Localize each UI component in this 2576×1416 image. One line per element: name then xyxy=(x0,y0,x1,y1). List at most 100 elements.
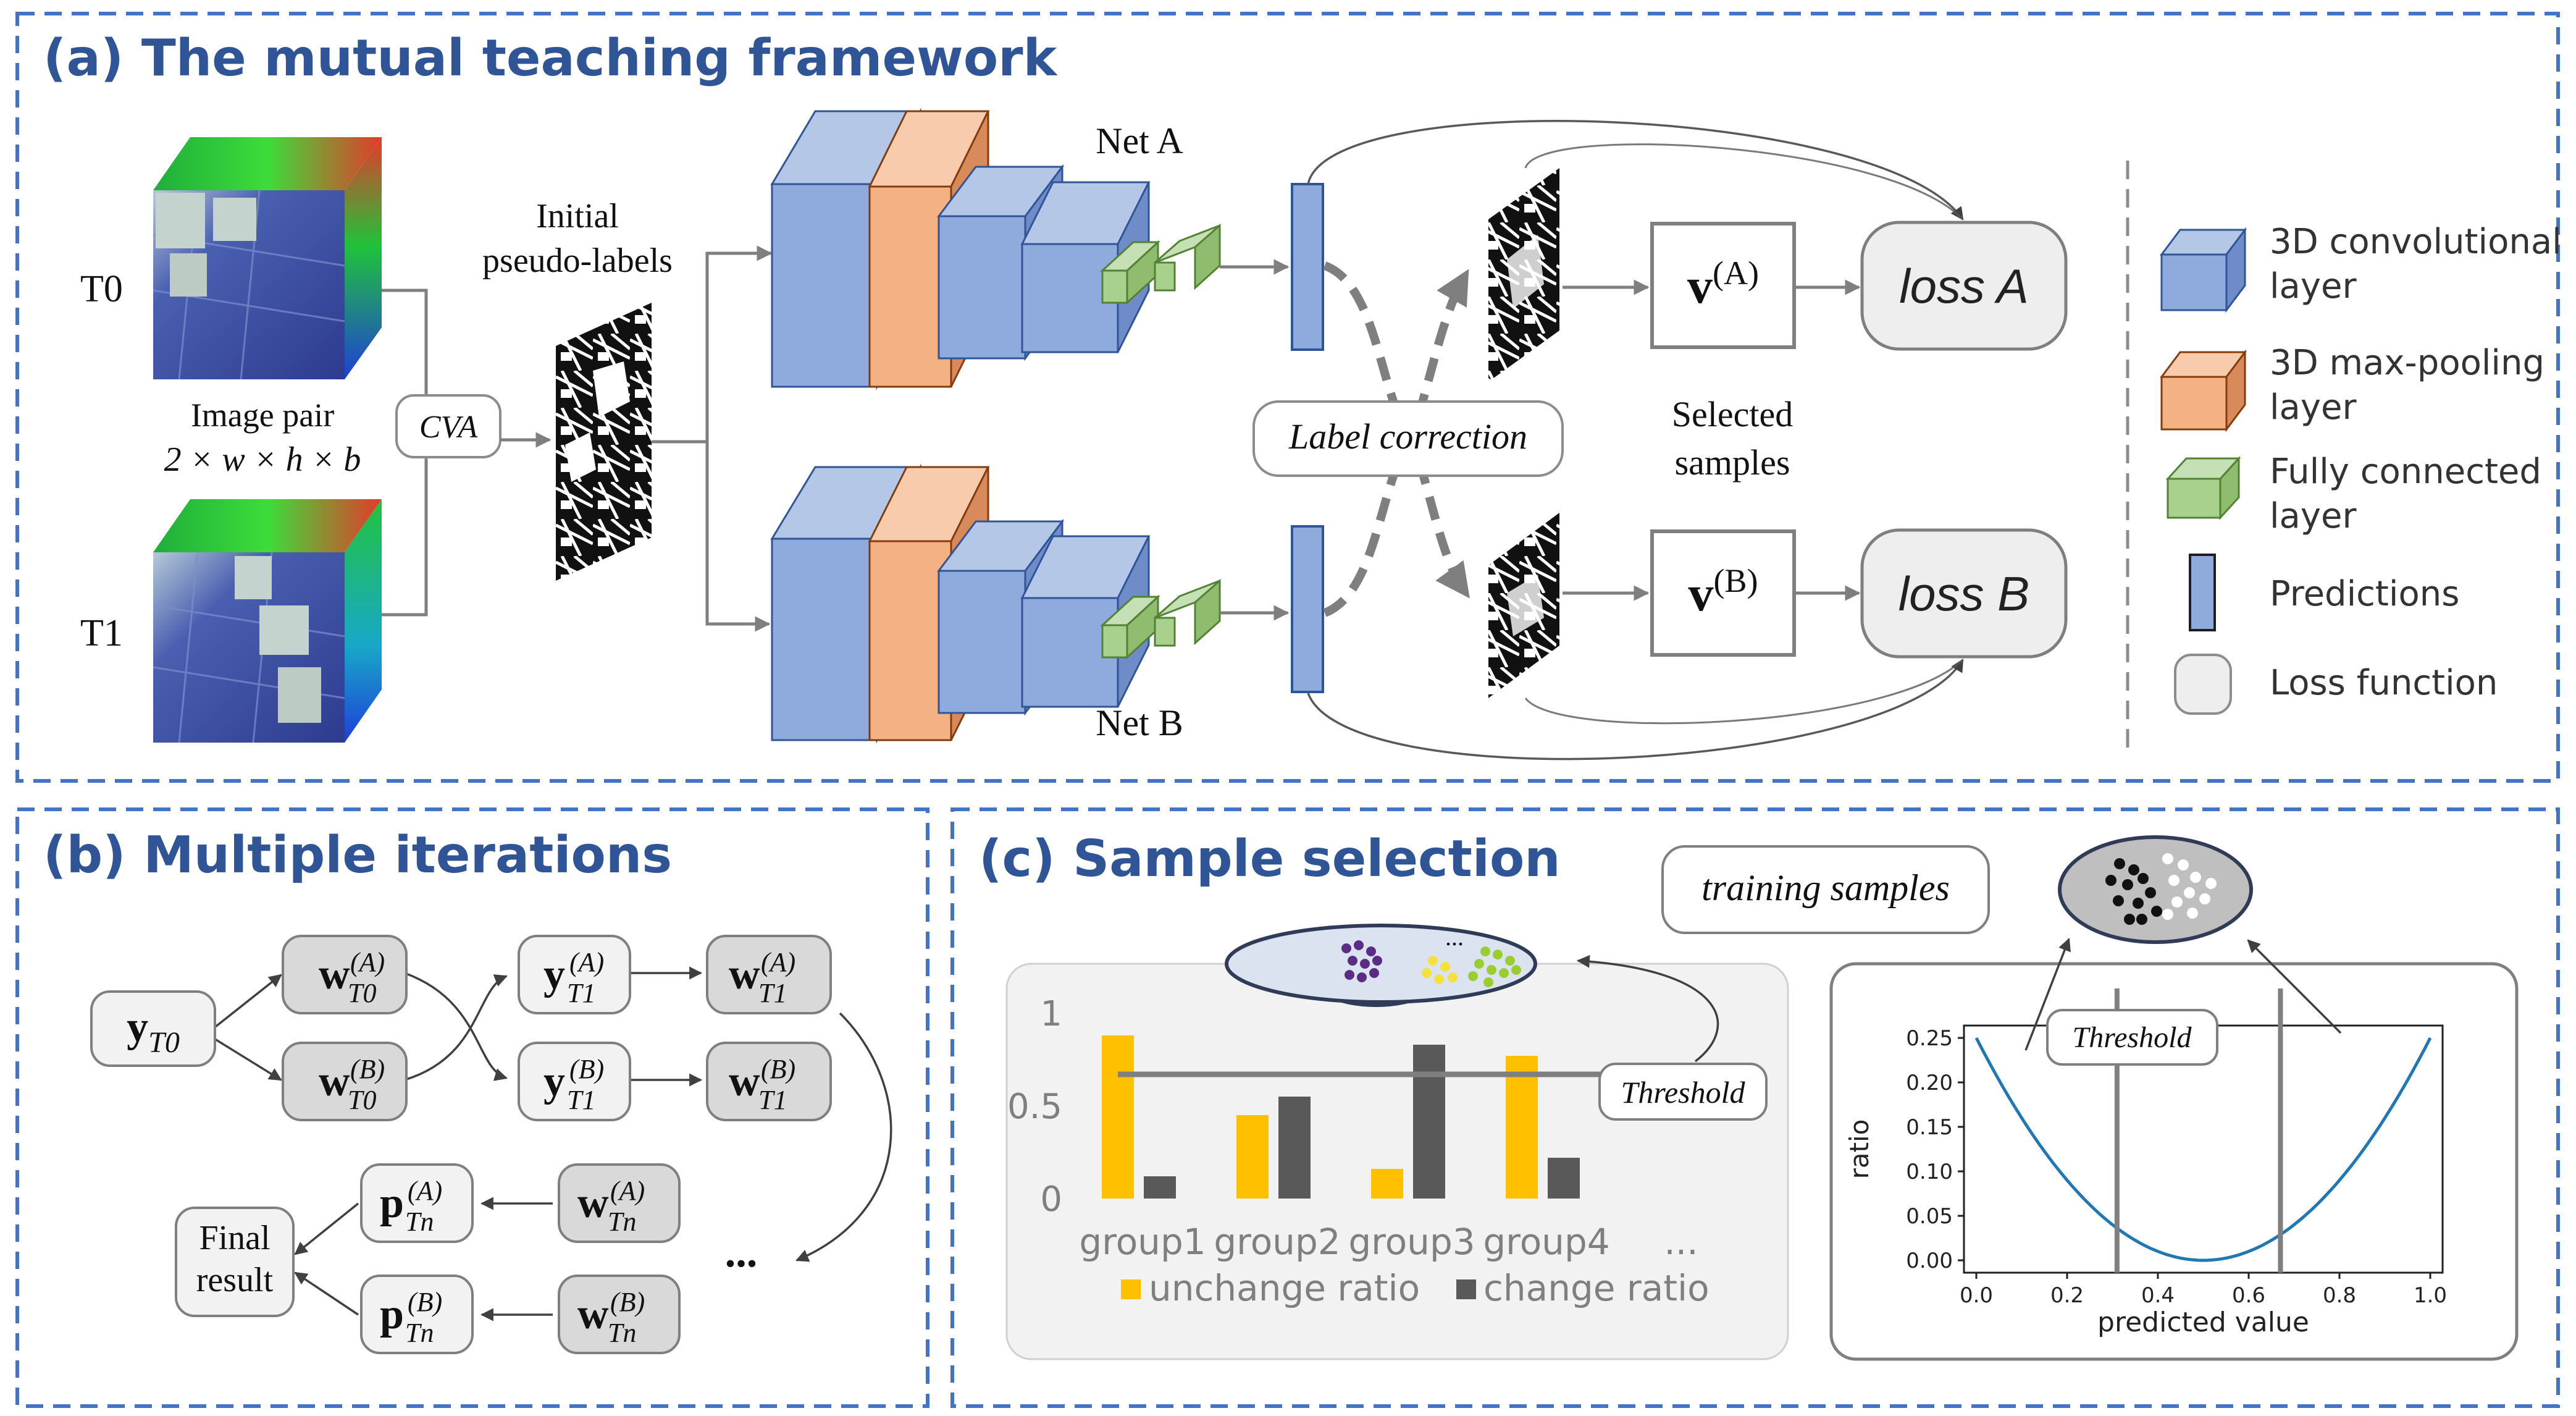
w-b-tn-node xyxy=(558,1275,681,1354)
loss-b-box xyxy=(1860,528,2068,659)
t1-label: T1 xyxy=(80,612,123,654)
iteration-graph: yT0 w (A) T0 w (B) T0 y (A) T1 y (B) T1 … xyxy=(90,935,892,1354)
bar-change-0 xyxy=(1144,1176,1176,1199)
va-label: v(A) xyxy=(1687,255,1759,314)
y-b-t1-sub: T1 xyxy=(567,1085,595,1115)
y-b-t1-sup: (B) xyxy=(569,1054,604,1084)
curve-xtick-1: 0.2 xyxy=(2050,1283,2084,1308)
p-b-tn-sub: Tn xyxy=(405,1318,434,1348)
prediction-bar-icon xyxy=(2189,554,2216,631)
training-samples-label: training samples xyxy=(1701,867,1950,908)
t0-image-cube xyxy=(153,137,382,380)
training-samples-box xyxy=(1661,845,1990,934)
bar-xtick-2: group3 xyxy=(1348,1221,1475,1263)
pseudo-labels-label: pseudo-labels xyxy=(482,242,673,280)
pool-cube-icon xyxy=(2160,349,2247,432)
image-pair-dims: 2 × w × h × b xyxy=(164,440,361,479)
p-a-tn-node xyxy=(360,1163,474,1243)
bar-unchange-1 xyxy=(1236,1115,1269,1199)
net-b xyxy=(770,463,1221,744)
t1-image-cube xyxy=(153,499,382,743)
continue-curve xyxy=(795,1012,892,1262)
bar-change-2 xyxy=(1413,1045,1445,1199)
curve-ytick-0: 0.00 xyxy=(1906,1249,1953,1273)
label-correction-box xyxy=(1252,400,1564,477)
w-a-tn-sup: (A) xyxy=(610,1176,645,1206)
y-b-t1-node xyxy=(518,1042,631,1121)
selected-label: Selected xyxy=(1672,394,1793,434)
y-a-t1-node xyxy=(518,935,631,1014)
legend-pool-line1: 3D max-pooling xyxy=(2270,343,2545,383)
conv-cube-icon xyxy=(2160,227,2247,313)
bar-change-1 xyxy=(1278,1097,1311,1199)
w-a-t1-sup: (A) xyxy=(761,947,795,977)
legend-fc-line1: Fully connected xyxy=(2270,452,2541,492)
curve-ytick-1: 0.05 xyxy=(1906,1204,1953,1229)
map-a-to-lossa-curve xyxy=(1524,143,1964,221)
pseudo-label-map xyxy=(556,303,652,581)
curve-line xyxy=(1974,1037,2432,1262)
bar-change-3 xyxy=(1548,1158,1580,1199)
selected-map-b xyxy=(1488,513,1559,698)
w-a-t0-node xyxy=(282,935,408,1014)
legend-conv-line2: layer xyxy=(2270,266,2357,306)
cva-box xyxy=(395,394,501,458)
y-t0-sub: T0 xyxy=(148,1026,180,1059)
legend-pool-line2: layer xyxy=(2270,387,2357,428)
legend-fc-line2: layer xyxy=(2270,496,2357,536)
curve-ylabel: ratio xyxy=(1844,1119,1874,1179)
curve-xtick-2: 0.4 xyxy=(2141,1283,2175,1308)
w-b-t0-node xyxy=(282,1042,408,1121)
cva-label: CVA xyxy=(419,410,478,445)
result-label: result xyxy=(196,1261,274,1299)
wa-to-yb-curve xyxy=(404,972,508,1081)
w-a-tn-base: w xyxy=(577,1179,609,1227)
vb-label: v(B) xyxy=(1689,562,1758,622)
cluster-ellipse-top: ... xyxy=(1225,923,1537,1007)
p-a-tn-sub: Tn xyxy=(405,1207,434,1237)
curve-ytick-4: 0.20 xyxy=(1906,1071,1953,1095)
wb-to-ya-curve xyxy=(404,974,508,1081)
threshold-curve-box xyxy=(2046,1009,2218,1066)
net-a xyxy=(770,107,1221,390)
threshold-curve-label: Threshold xyxy=(2073,1021,2192,1054)
bar-xtick-0: group1 xyxy=(1079,1221,1206,1263)
w-b-t1-base: w xyxy=(729,1058,760,1105)
svg-text:w: w xyxy=(319,951,350,998)
pred-b-to-lossb-curve xyxy=(1307,659,1964,761)
bar-legend-unchange-swatch xyxy=(1121,1279,1141,1299)
net-b-conv3 xyxy=(1020,535,1151,708)
bar-xtick-1: group2 xyxy=(1214,1221,1340,1263)
panel-c-title: (c) Sample selection xyxy=(979,830,1561,888)
curve-ytick-2: 0.10 xyxy=(1906,1160,1953,1184)
va-box xyxy=(1650,222,1796,349)
curve-xtick-3: 0.6 xyxy=(2232,1283,2265,1308)
pseudo-to-nets-line xyxy=(652,251,769,444)
w-a-tn-sub: Tn xyxy=(608,1207,636,1237)
loss-a-label: loss A xyxy=(1899,259,2029,313)
w-b-t0-sup: (B) xyxy=(350,1054,385,1084)
final-result-node xyxy=(175,1207,295,1317)
w-a-t1-node xyxy=(706,935,832,1014)
curve-xtick-5: 1.0 xyxy=(2414,1283,2447,1308)
threshold-to-cluster-arrow xyxy=(1576,955,1719,1063)
y-a-t1-base: y xyxy=(543,951,565,998)
curve-to-cluster-arrow-right xyxy=(2247,939,2342,1034)
y-t0-base: y xyxy=(127,1003,148,1051)
prediction-a-bar xyxy=(1291,183,1324,351)
pseudo-to-netb-line xyxy=(705,442,771,632)
loss-b-label: loss B xyxy=(1898,567,2029,621)
p-b-tn-sup: (B) xyxy=(408,1287,442,1317)
final-label: Final xyxy=(199,1219,270,1257)
cluster-ellipse-right xyxy=(2058,835,2253,944)
w-b-t1-sub: T1 xyxy=(758,1085,787,1115)
net-b-fc xyxy=(1100,578,1221,660)
y-b-t1-base: y xyxy=(543,1058,565,1105)
iteration-ellipsis: ... xyxy=(725,1229,758,1276)
threshold-bar-label: Threshold xyxy=(1621,1075,1746,1110)
p-a-tn-sup: (A) xyxy=(408,1176,442,1206)
curve-xlabel: predicted value xyxy=(2097,1307,2309,1338)
panel-b-frame xyxy=(15,807,929,1408)
bar-ytick-2: 1 xyxy=(1040,994,1062,1034)
